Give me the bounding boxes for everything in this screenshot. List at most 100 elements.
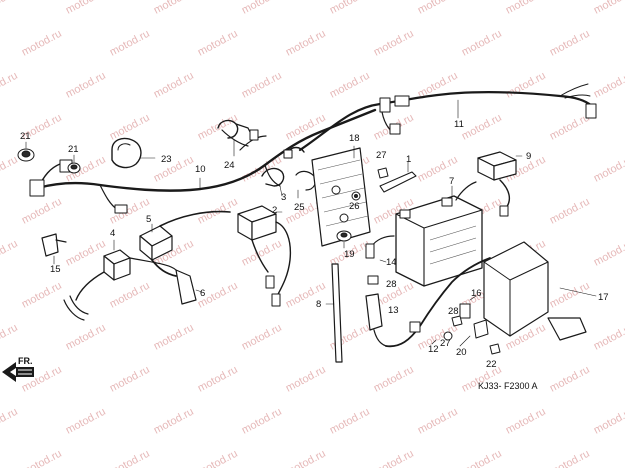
watermark-text: motod.ru bbox=[240, 0, 284, 17]
watermark-text: motod.ru bbox=[548, 448, 592, 468]
drawing bbox=[2, 83, 597, 382]
callout-21-a: 21 bbox=[20, 131, 31, 142]
watermark-text: motod.ru bbox=[328, 70, 372, 101]
callout-2: 2 bbox=[272, 205, 277, 216]
watermark-text: motod.ru bbox=[416, 406, 460, 437]
part-2-regulator bbox=[237, 205, 292, 307]
watermark-text: motod.ru bbox=[196, 448, 240, 468]
watermark-text: motod.ru bbox=[0, 0, 20, 17]
callout-11: 11 bbox=[454, 119, 464, 130]
watermark-text: motod.ru bbox=[240, 238, 284, 269]
watermark-text: motod.ru bbox=[240, 406, 284, 437]
part-12-cable bbox=[385, 257, 491, 348]
watermark-text: motod.ru bbox=[460, 112, 504, 143]
part-19-grommet bbox=[336, 230, 352, 249]
diagram-code: KJ33- F2300 A bbox=[478, 381, 538, 391]
part-14-terminal bbox=[365, 235, 395, 263]
part-13-fuse-holder bbox=[365, 293, 387, 347]
watermark-text: motod.ru bbox=[64, 70, 108, 101]
part-26-bolt bbox=[351, 191, 361, 201]
callout-9: 9 bbox=[526, 151, 531, 162]
callout-20: 20 bbox=[456, 347, 467, 358]
callout-18: 18 bbox=[349, 133, 360, 144]
watermark-text: motod.ru bbox=[240, 322, 284, 353]
callout-1: 1 bbox=[406, 154, 411, 165]
watermark-text: motod.ru bbox=[20, 28, 64, 59]
watermark-text: motod.ru bbox=[372, 448, 416, 468]
watermark-text: motod.ru bbox=[592, 322, 625, 353]
watermark-text: motod.ru bbox=[152, 154, 196, 185]
watermark-text: motod.ru bbox=[64, 238, 108, 269]
callout-16: 16 bbox=[471, 288, 482, 299]
part-27-bolt bbox=[377, 167, 389, 179]
part-27-bolt-b bbox=[443, 331, 453, 341]
watermark-text: motod.ru bbox=[108, 448, 152, 468]
part-3-clamp bbox=[261, 167, 285, 197]
part-17-battery-case bbox=[483, 241, 597, 341]
watermark-text: motod.ru bbox=[460, 28, 504, 59]
watermark-text: motod.ru bbox=[548, 196, 592, 227]
watermark-text: motod.ru bbox=[328, 0, 372, 17]
callout-14: 14 bbox=[386, 257, 397, 268]
watermark-text: motod.ru bbox=[240, 70, 284, 101]
part-9-relay bbox=[477, 151, 523, 217]
watermark-text: motod.ru bbox=[0, 154, 20, 185]
watermark-text: motod.ru bbox=[548, 280, 592, 311]
watermark-text: motod.ru bbox=[504, 406, 548, 437]
part-21-grommet bbox=[17, 141, 35, 162]
front-direction-arrow bbox=[2, 362, 34, 382]
part-8-rod bbox=[325, 263, 343, 363]
watermark-text: motod.ru bbox=[0, 238, 20, 269]
watermark-text: motod.ru bbox=[108, 28, 152, 59]
part-25-clamp bbox=[283, 146, 317, 199]
part-4-cdi bbox=[103, 239, 131, 281]
callout-23: 23 bbox=[161, 154, 172, 165]
callout-5: 5 bbox=[146, 214, 151, 225]
watermark-text: motod.ru bbox=[592, 406, 625, 437]
watermark-text: motod.ru bbox=[108, 112, 152, 143]
watermark-text: motod.ru bbox=[372, 364, 416, 395]
callout-7: 7 bbox=[449, 176, 454, 187]
watermark-text: motod.ru bbox=[284, 28, 328, 59]
part-21-grommet-b bbox=[67, 154, 81, 174]
callout-22: 22 bbox=[486, 359, 497, 370]
callout-10: 10 bbox=[195, 164, 206, 175]
watermark-text: motod.ru bbox=[284, 364, 328, 395]
part-20-holder bbox=[459, 319, 489, 347]
callout-19: 19 bbox=[344, 249, 355, 260]
callout-4: 4 bbox=[110, 228, 115, 239]
callout-6: 6 bbox=[200, 288, 205, 299]
watermark-text: motod.ru bbox=[196, 364, 240, 395]
watermark-text: motod.ru bbox=[108, 280, 152, 311]
callout-28-a: 28 bbox=[386, 279, 397, 290]
watermark-text: motod.ru bbox=[592, 154, 625, 185]
part-11-harness bbox=[298, 83, 597, 152]
watermark-text: motod.ru bbox=[196, 28, 240, 59]
callout-21-b: 21 bbox=[68, 144, 79, 155]
watermark-text: motod.ru bbox=[592, 70, 625, 101]
callout-27-a: 27 bbox=[376, 150, 387, 161]
callout-8: 8 bbox=[316, 299, 321, 310]
watermark-text: motod.ru bbox=[592, 0, 625, 17]
watermark-text: motod.ru bbox=[504, 0, 548, 17]
callout-26: 26 bbox=[349, 201, 360, 212]
watermark-text: motod.ru bbox=[64, 406, 108, 437]
part-23-clamp bbox=[111, 137, 156, 169]
callout-13: 13 bbox=[388, 305, 399, 316]
watermark-text: motod.ru bbox=[328, 406, 372, 437]
watermark-text: motod.ru bbox=[372, 28, 416, 59]
watermark-text: motod.ru bbox=[548, 28, 592, 59]
lower-wires bbox=[63, 210, 231, 321]
callout-3: 3 bbox=[281, 192, 286, 203]
watermark-text: motod.ru bbox=[152, 0, 196, 17]
callout-17: 17 bbox=[598, 292, 609, 303]
watermark-text: motod.ru bbox=[460, 448, 504, 468]
watermark-text: motod.ru bbox=[0, 322, 20, 353]
watermark-text: motod.ru bbox=[20, 448, 64, 468]
watermark-text: motod.ru bbox=[416, 0, 460, 17]
callout-15: 15 bbox=[50, 264, 61, 275]
watermark-text: motod.ru bbox=[0, 70, 20, 101]
part-16-fuse bbox=[459, 295, 477, 319]
